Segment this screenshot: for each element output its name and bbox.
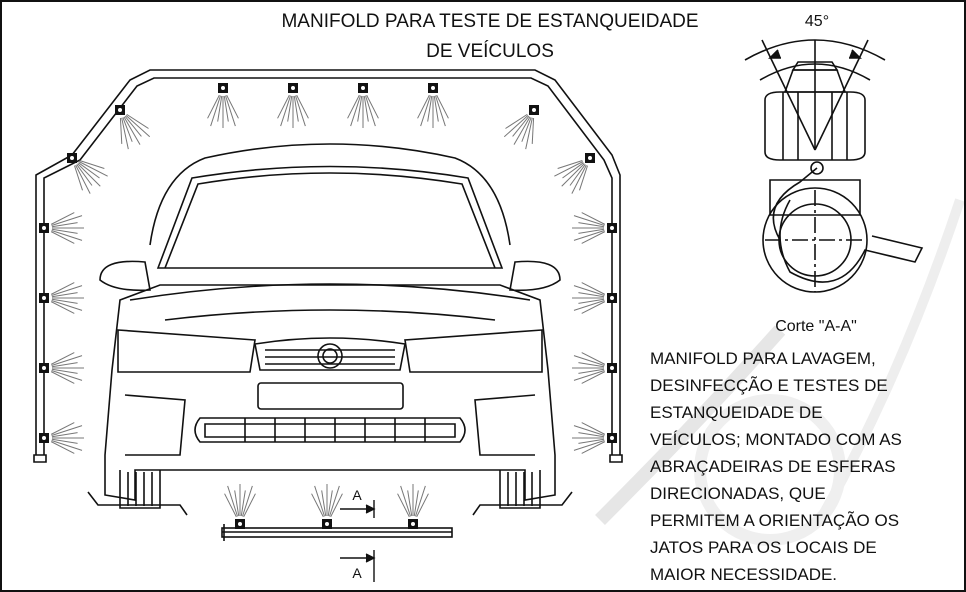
spray-nozzle	[572, 212, 617, 244]
spray-nozzle	[39, 422, 84, 454]
description-line-5: ABRAÇADEIRAS DE ESFERAS	[650, 457, 896, 476]
vehicle-front-view	[87, 143, 573, 516]
section-marker-bottom: A	[352, 565, 362, 581]
spray-nozzle	[572, 352, 617, 384]
description-line-4: VEÍCULOS; MONTADO COM AS	[650, 430, 902, 449]
spray-nozzle	[347, 83, 379, 128]
spray-nozzle	[224, 484, 256, 529]
spray-nozzle	[67, 153, 108, 194]
spray-nozzle	[277, 83, 309, 128]
spray-nozzle	[311, 484, 343, 529]
description-block: MANIFOLD PARA LAVAGEM, DESINFECÇÃO E TES…	[650, 349, 902, 584]
title-line-2: DE VEÍCULOS	[426, 41, 554, 62]
section-cut-markers	[340, 500, 376, 582]
description-line-2: DESINFECÇÃO E TESTES DE	[650, 376, 888, 395]
spray-nozzle	[39, 352, 84, 384]
nozzle-group	[39, 83, 617, 529]
description-line-6: DIRECIONADAS, QUE	[650, 484, 826, 503]
watermark	[595, 198, 965, 546]
spray-nozzle	[115, 105, 151, 150]
description-line-9: MAIOR NECESSIDADE.	[650, 565, 837, 584]
spray-nozzle	[397, 484, 429, 529]
spray-nozzle	[417, 83, 449, 128]
spray-nozzle	[39, 282, 84, 314]
description-line-1: MANIFOLD PARA LAVAGEM,	[650, 349, 876, 368]
spray-nozzle	[39, 212, 84, 244]
spray-nozzle	[207, 83, 239, 128]
spray-nozzle	[572, 422, 617, 454]
description-line-8: JATOS PARA OS LOCAIS DE	[650, 538, 877, 557]
title-line-1: MANIFOLD PARA TESTE DE ESTANQUEIDADE	[281, 11, 698, 32]
bottom-manifold-pipe	[221, 524, 453, 541]
angle-label: 45°	[805, 13, 829, 30]
manifold-pipe-frame	[33, 69, 623, 463]
description-line-3: ESTANQUEIDADE DE	[650, 403, 823, 422]
spray-nozzle	[503, 105, 539, 150]
section-label: Corte "A-A"	[775, 318, 857, 335]
description-line-7: PERMITEM A ORIENTAÇÃO OS	[650, 511, 899, 530]
section-a-a-detail	[744, 39, 924, 293]
spray-nozzle	[572, 282, 617, 314]
spray-nozzle	[554, 153, 595, 194]
section-marker-top: A	[352, 487, 362, 503]
